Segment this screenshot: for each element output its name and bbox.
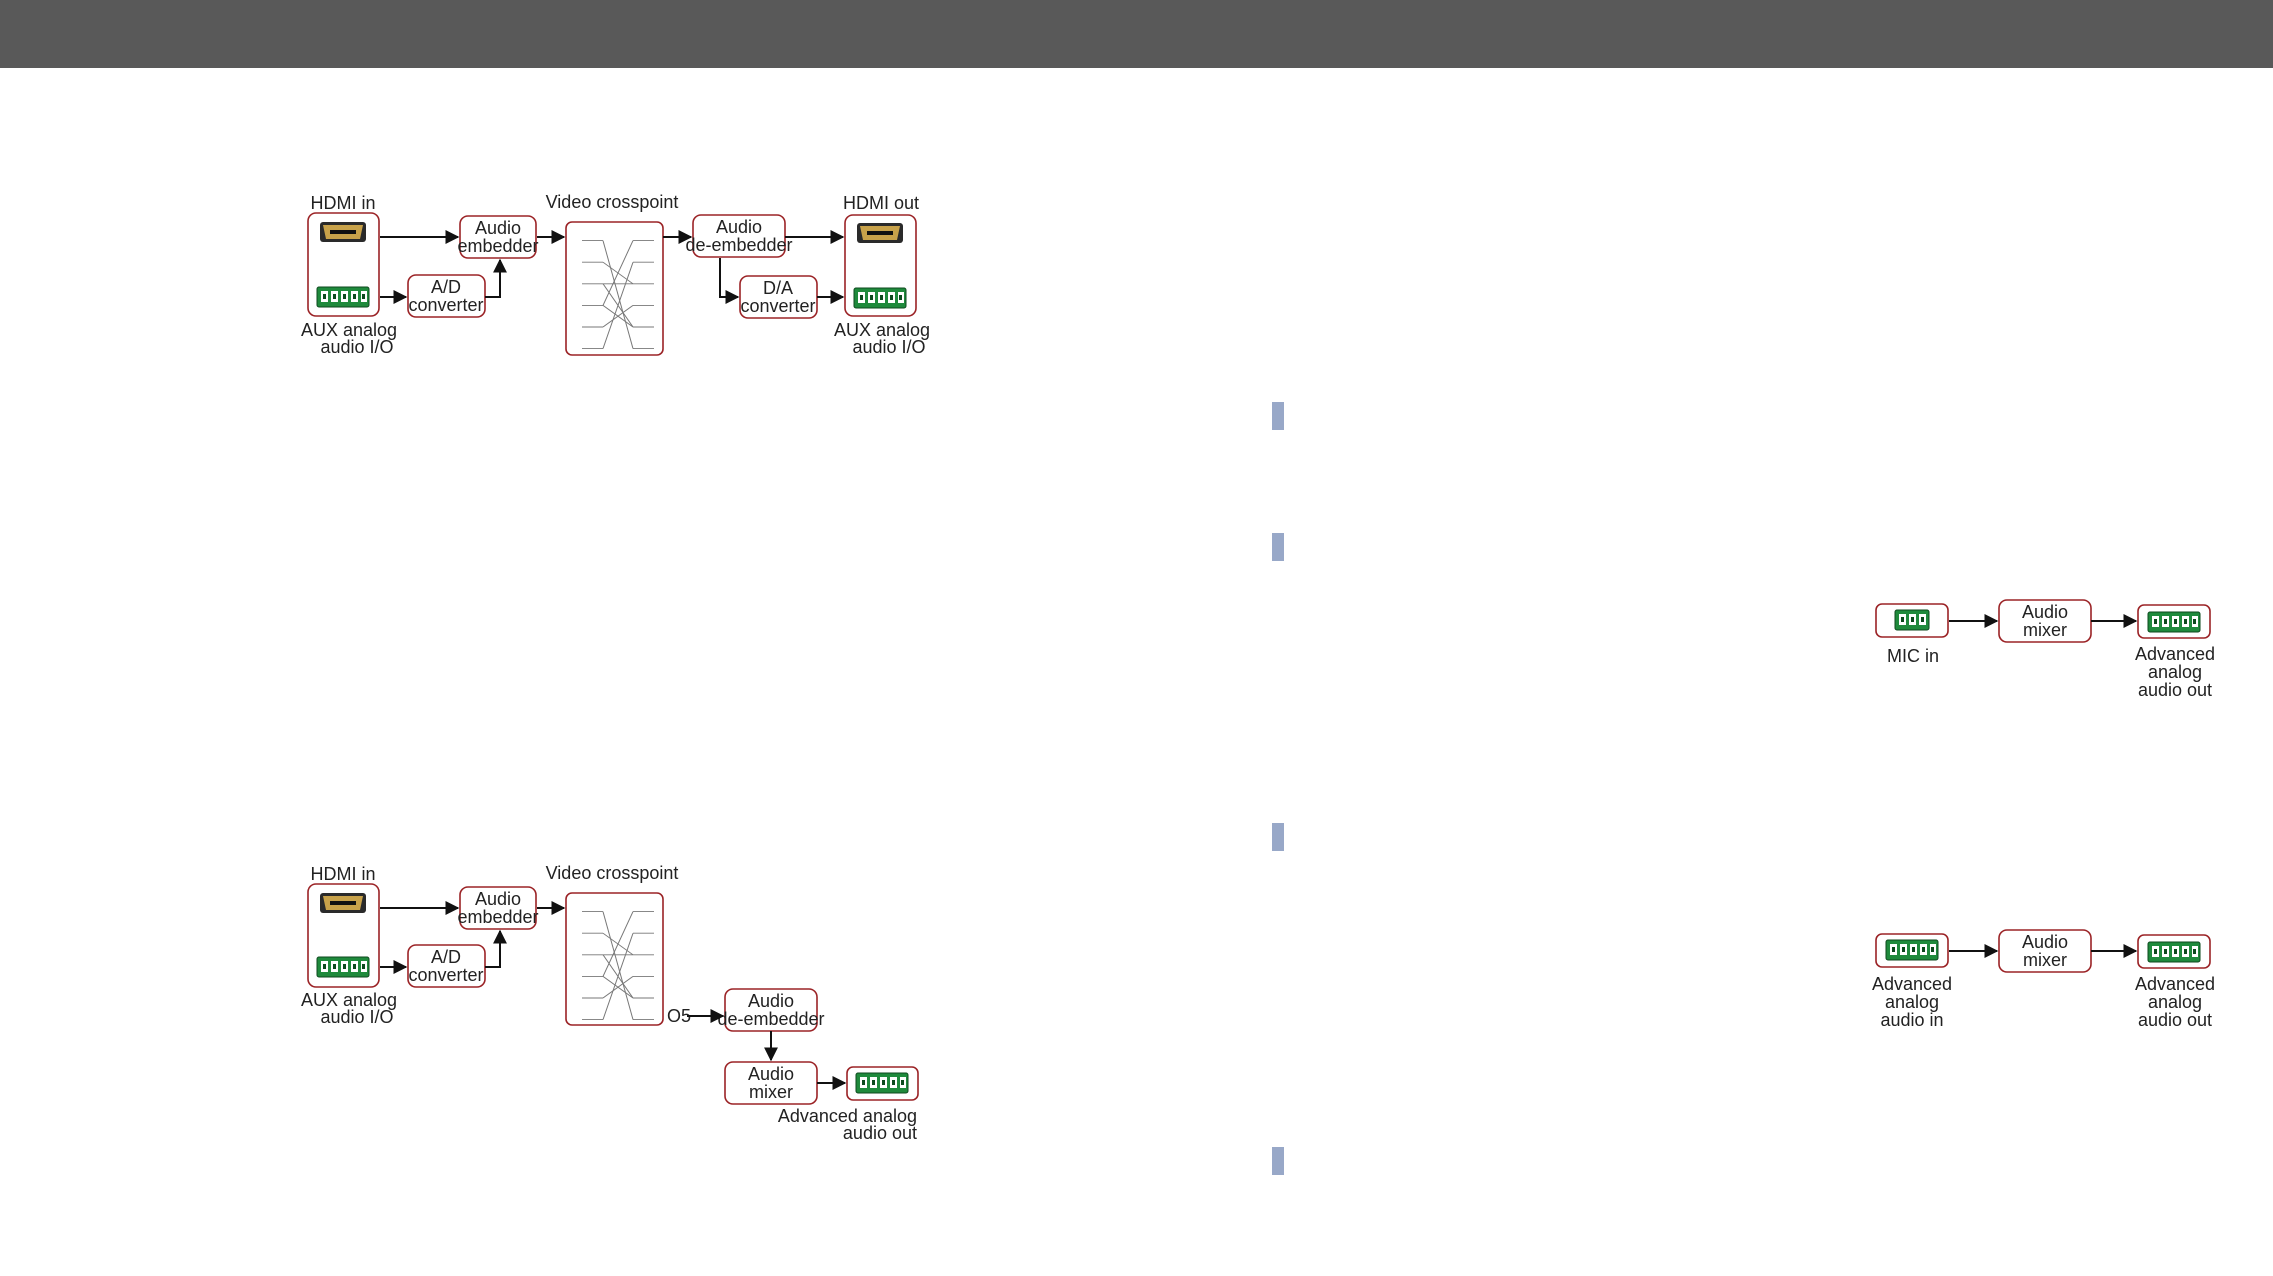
hdmi-in-label: HDMI in bbox=[310, 193, 375, 213]
video-crosspoint-box bbox=[565, 221, 664, 356]
audio-deembedder-label-1: Audio bbox=[748, 991, 794, 1011]
diagram-mic-in-to-advanced-out: MIC in Audio mixer Advanced analog audio… bbox=[1875, 599, 2215, 700]
green-connector-icon bbox=[2147, 611, 2201, 633]
diagram-hdmi-aux-advanced-out: HDMI in AUX analog audio I/O A/D convert… bbox=[301, 863, 919, 1143]
aux-io-left-label-2: audio I/O bbox=[320, 337, 393, 357]
audio-mixer-label-2: mixer bbox=[2023, 620, 2067, 640]
advanced-out-label-3: audio out bbox=[2138, 1010, 2212, 1030]
video-crosspoint-label: Video crosspoint bbox=[546, 192, 679, 212]
hdmi-in-label: HDMI in bbox=[310, 864, 375, 884]
audio-mixer-label-1: Audio bbox=[748, 1064, 794, 1084]
advanced-out-label-1: Advanced bbox=[2135, 974, 2215, 994]
audio-deembedder-label-2: de-embedder bbox=[717, 1009, 824, 1029]
section-marker-1 bbox=[1272, 402, 1284, 430]
aux-connector-icon bbox=[316, 956, 370, 978]
video-crosspoint-box bbox=[565, 892, 664, 1026]
aux-io-right-label-1: AUX analog bbox=[834, 320, 930, 340]
section-marker-4 bbox=[1272, 1147, 1284, 1175]
green-connector-icon bbox=[855, 1072, 909, 1094]
ad-converter-label-2: converter bbox=[408, 295, 483, 315]
advanced-in-label-3: audio in bbox=[1880, 1010, 1943, 1030]
audio-mixer-label-2: mixer bbox=[2023, 950, 2067, 970]
advanced-out-label-2: analog bbox=[2148, 992, 2202, 1012]
ad-converter-label-1: A/D bbox=[431, 947, 461, 967]
da-converter-label-1: D/A bbox=[763, 278, 793, 298]
advanced-out-label-3: audio out bbox=[2138, 680, 2212, 700]
mic-in-label: MIC in bbox=[1887, 646, 1939, 666]
audio-embedder-box bbox=[459, 215, 537, 259]
audio-embedder-label-1: Audio bbox=[475, 889, 521, 909]
ad-converter-label-2: converter bbox=[408, 965, 483, 985]
aux-io-left-label-2: audio I/O bbox=[320, 1007, 393, 1027]
hdmi-port-icon bbox=[320, 222, 366, 242]
output-port-label: O5 bbox=[667, 1006, 691, 1026]
audio-embedder-label-1: Audio bbox=[475, 218, 521, 238]
top-header-bar bbox=[0, 0, 2273, 68]
advanced-out-label-1: Advanced analog bbox=[778, 1106, 917, 1126]
green-connector-icon bbox=[1894, 609, 1930, 631]
hdmi-port-icon bbox=[857, 223, 903, 243]
audio-mixer-label-2: mixer bbox=[749, 1082, 793, 1102]
aux-io-left-label-1: AUX analog bbox=[301, 320, 397, 340]
green-connector-icon bbox=[2147, 941, 2201, 963]
audio-mixer-label-1: Audio bbox=[2022, 932, 2068, 952]
hdmi-out-label: HDMI out bbox=[843, 193, 919, 213]
hdmi-port-icon bbox=[320, 893, 366, 913]
green-connector-icon bbox=[1885, 939, 1939, 961]
advanced-out-label-1: Advanced bbox=[2135, 644, 2215, 664]
aux-io-left-label-1: AUX analog bbox=[301, 990, 397, 1010]
diagram-hdmi-aux-crosspoint: HDMI in AUX analog audio I/O A/D convert… bbox=[301, 192, 930, 357]
diagram-advanced-in-to-advanced-out: Advanced analog audio in Audio mixer Adv… bbox=[1872, 929, 2215, 1030]
audio-embedder-label-2: embedder bbox=[457, 907, 538, 927]
advanced-in-label-2: analog bbox=[1885, 992, 1939, 1012]
section-marker-3 bbox=[1272, 823, 1284, 851]
advanced-out-label-2: analog bbox=[2148, 662, 2202, 682]
advanced-out-label-2: audio out bbox=[843, 1123, 917, 1143]
section-marker-2 bbox=[1272, 533, 1284, 561]
video-crosspoint-label: Video crosspoint bbox=[546, 863, 679, 883]
da-converter-label-2: converter bbox=[740, 296, 815, 316]
ad-converter-label-1: A/D bbox=[431, 277, 461, 297]
advanced-in-label-1: Advanced bbox=[1872, 974, 1952, 994]
aux-connector-icon bbox=[316, 286, 370, 308]
audio-embedder-box bbox=[459, 886, 537, 930]
audio-embedder-label-2: embedder bbox=[457, 236, 538, 256]
audio-deembedder-label-1: Audio bbox=[716, 217, 762, 237]
audio-mixer-label-1: Audio bbox=[2022, 602, 2068, 622]
aux-io-right-label-2: audio I/O bbox=[852, 337, 925, 357]
aux-connector-icon bbox=[853, 287, 907, 309]
audio-deembedder-label-2: de-embedder bbox=[685, 235, 792, 255]
